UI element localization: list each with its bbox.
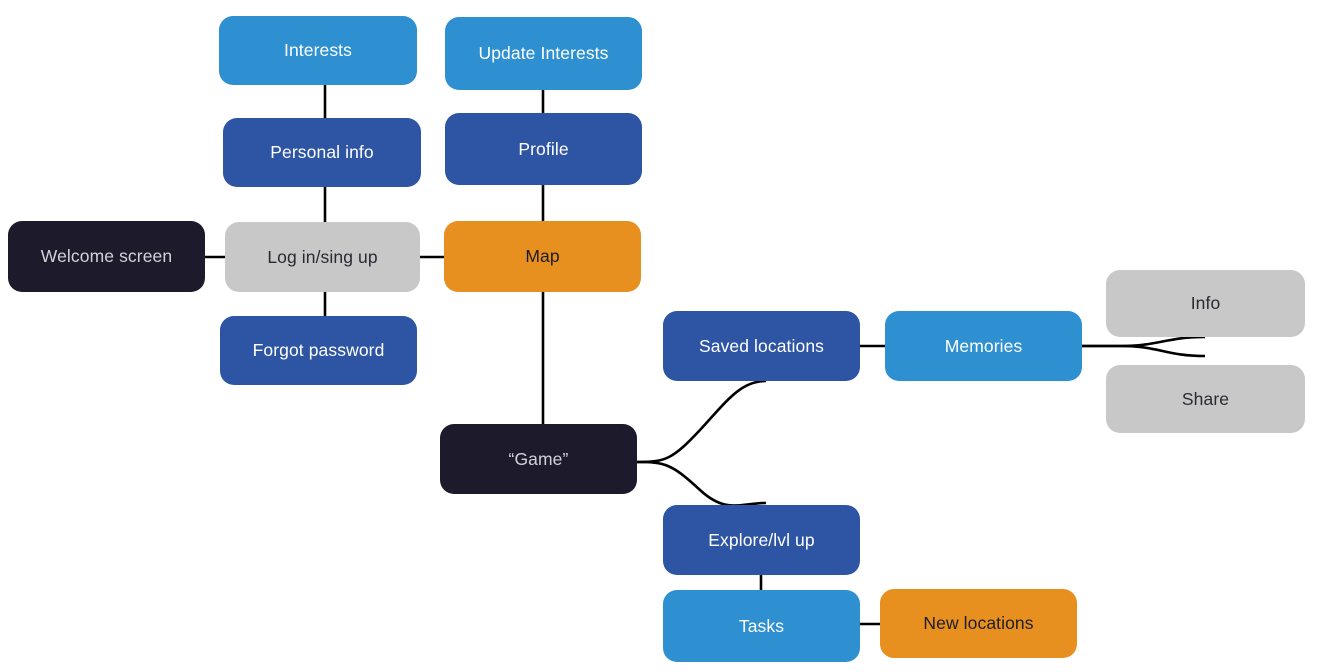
node-label-tasks: Tasks	[738, 615, 785, 636]
node-map[interactable]: Map	[444, 221, 641, 292]
node-info[interactable]: Info	[1106, 270, 1305, 337]
node-login-signup[interactable]: Log in/sing up	[225, 222, 420, 292]
node-label-memories: Memories	[944, 335, 1023, 356]
node-share[interactable]: Share	[1106, 365, 1305, 433]
node-label-welcome-screen: Welcome screen	[40, 246, 173, 267]
node-label-forgot-password: Forgot password	[252, 340, 385, 361]
edge-game-to-saved-locations	[636, 379, 767, 464]
node-interests[interactable]: Interests	[219, 16, 417, 85]
node-welcome-screen[interactable]: Welcome screen	[8, 221, 205, 292]
node-explore-lvl-up[interactable]: Explore/lvl up	[663, 505, 860, 575]
node-update-interests[interactable]: Update Interests	[445, 17, 642, 90]
node-label-info: Info	[1190, 293, 1221, 314]
node-label-profile: Profile	[518, 138, 569, 159]
node-saved-locations[interactable]: Saved locations	[663, 311, 860, 381]
node-label-share: Share	[1181, 388, 1230, 409]
node-personal-info[interactable]: Personal info	[223, 118, 421, 187]
node-new-locations[interactable]: New locations	[880, 589, 1077, 658]
node-profile[interactable]: Profile	[445, 113, 642, 185]
edge-game-to-explore	[636, 460, 767, 507]
node-label-explore-lvl-up: Explore/lvl up	[708, 529, 815, 550]
node-label-login-signup: Log in/sing up	[267, 246, 378, 267]
node-label-personal-info: Personal info	[270, 142, 374, 163]
node-label-saved-locations: Saved locations	[698, 335, 825, 356]
edge-memories-to-share	[1082, 344, 1206, 358]
node-label-map: Map	[525, 246, 560, 267]
edge-memories-to-info	[1082, 335, 1206, 348]
node-forgot-password[interactable]: Forgot password	[220, 316, 417, 385]
node-label-update-interests: Update Interests	[478, 43, 609, 64]
node-label-interests: Interests	[283, 40, 352, 61]
node-tasks[interactable]: Tasks	[663, 590, 860, 662]
node-game[interactable]: “Game”	[440, 424, 637, 494]
node-label-game: “Game”	[508, 448, 569, 469]
node-memories[interactable]: Memories	[885, 311, 1082, 381]
node-label-new-locations: New locations	[923, 613, 1034, 634]
